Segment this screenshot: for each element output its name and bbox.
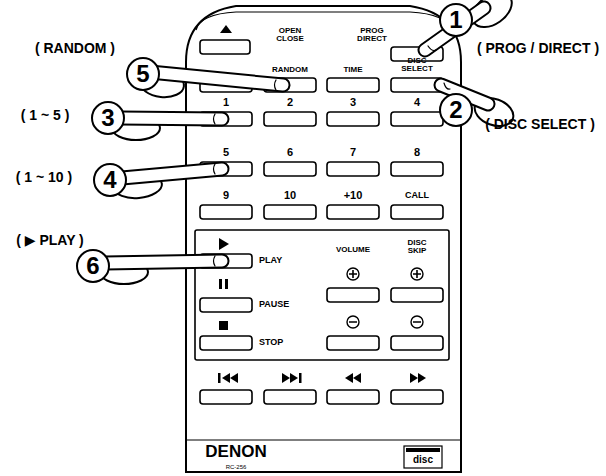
hand-3: [112, 114, 222, 140]
callout-label: ( DISC SELECT ): [485, 117, 595, 132]
callout-circle: 1: [439, 3, 473, 37]
button-label: STOP: [259, 338, 283, 347]
callout-number: 6: [86, 254, 99, 278]
button-number: 6: [287, 147, 293, 159]
button-label: OPEN CLOSE: [270, 27, 310, 44]
button-label: PAUSE: [259, 300, 289, 309]
remote-panel-line: [186, 439, 461, 440]
button-number: 7: [350, 147, 356, 159]
button-number: 4: [414, 97, 420, 109]
disc-logo: [404, 446, 442, 468]
logo-text: disc: [413, 455, 433, 466]
callout-number: 2: [449, 98, 462, 122]
callout-circle: 3: [91, 101, 125, 135]
button-label: DISC SKIP: [399, 239, 435, 256]
callout-circle: 6: [76, 249, 110, 283]
hand-6: [100, 256, 222, 284]
callout-label: ( ▶ PLAY ): [16, 233, 84, 248]
button-number: 10: [284, 190, 296, 202]
brand-name: DENON: [205, 443, 266, 461]
callout-label: ( 1 ~ 5 ): [21, 108, 70, 123]
buttons: [195, 40, 449, 404]
callout-circle: 4: [93, 163, 127, 197]
button-number: 5: [223, 147, 229, 159]
hand-5: [139, 69, 283, 99]
button-number: 1: [223, 97, 229, 109]
button-label: RANDOM: [272, 66, 308, 74]
button-label: VOLUME: [336, 246, 370, 254]
hand-4: [113, 164, 222, 200]
button-label: PROG DIRECT: [352, 27, 392, 44]
button-number: 2: [287, 97, 293, 109]
callout-number: 4: [103, 168, 116, 192]
button-label: PLAY: [259, 256, 282, 265]
remote-top-edge: [196, 12, 451, 30]
button-label: DISC SELECT: [397, 57, 437, 74]
pointing-hands: [100, 0, 518, 284]
button-number: 3: [350, 97, 356, 109]
button-number: +10: [344, 190, 363, 202]
button-label: CALL: [405, 191, 429, 200]
callout-circle: 5: [126, 57, 160, 91]
callout-number: 5: [136, 62, 149, 86]
button-label: TIME: [343, 66, 362, 74]
button-number: 9: [223, 190, 229, 202]
plus-minus-symbols: [347, 268, 423, 328]
model-number: RC-256: [226, 464, 247, 470]
callout-circle: 2: [439, 93, 473, 127]
callout-label: ( 1 ~ 10 ): [16, 170, 72, 185]
callout-label: ( PROG / DIRECT ): [477, 41, 599, 56]
button-number: 8: [414, 147, 420, 159]
callout-number: 1: [449, 8, 462, 32]
callout-label: ( RANDOM ): [35, 41, 115, 56]
callout-number: 3: [101, 106, 114, 130]
